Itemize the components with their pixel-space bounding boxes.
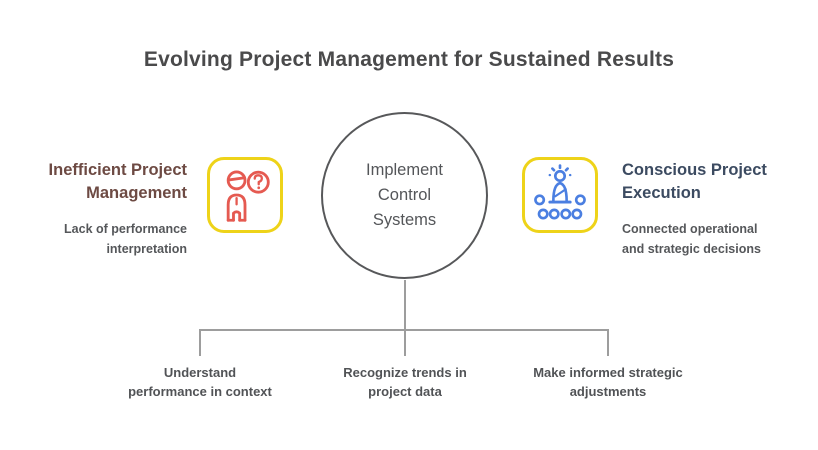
circle-label-line: Control	[377, 186, 432, 204]
right-item-subtitle: Connected operational and strategic deci…	[622, 220, 818, 259]
branch-line: performance in context	[128, 383, 272, 399]
branch-line: adjustments	[569, 383, 647, 399]
subtitle-line: interpretation	[106, 241, 187, 256]
center-node-label: Implement Control Systems	[366, 158, 443, 233]
circle-label-line: Systems	[372, 211, 437, 229]
heading-line: Execution	[622, 184, 701, 202]
left-item-subtitle: Lack of performance interpretation	[0, 220, 187, 259]
connector-horizontal	[199, 329, 609, 331]
connector-drop-right	[607, 330, 609, 356]
branch-label: Make informed strategic adjustments	[513, 364, 703, 401]
heading-line: Conscious Project	[622, 161, 767, 179]
heading-line: Management	[86, 184, 187, 202]
branch-line: Make informed strategic	[533, 365, 683, 380]
person-question-icon	[226, 170, 270, 222]
subtitle-line: Connected operational	[622, 222, 758, 236]
right-item-text-block: Conscious Project Execution Connected op…	[622, 159, 818, 259]
inspired-team-icon	[534, 164, 586, 220]
branch-label: Understand performance in context	[105, 364, 295, 401]
left-item-text-block: Inefficient Project Management Lack of p…	[0, 159, 187, 259]
branch-line: Understand	[163, 365, 237, 380]
branch-line: Recognize trends in	[343, 365, 467, 380]
heading-line: Inefficient Project	[48, 161, 187, 179]
right-icon-box	[522, 157, 598, 233]
left-icon-box	[207, 157, 283, 233]
right-item-heading: Conscious Project Execution	[622, 159, 818, 205]
subtitle-line: and strategic decisions	[622, 241, 761, 256]
page-title: Evolving Project Management for Sustaine…	[143, 48, 675, 71]
subtitle-line: Lack of performance	[64, 222, 187, 236]
branch-label: Recognize trends in project data	[310, 364, 500, 401]
left-item-heading: Inefficient Project Management	[0, 159, 187, 205]
connector-vertical-center	[404, 280, 406, 356]
branch-line: project data	[368, 383, 442, 399]
circle-label-line: Implement	[365, 161, 444, 179]
connector-drop-left	[199, 330, 201, 356]
center-node: Implement Control Systems	[321, 112, 488, 279]
